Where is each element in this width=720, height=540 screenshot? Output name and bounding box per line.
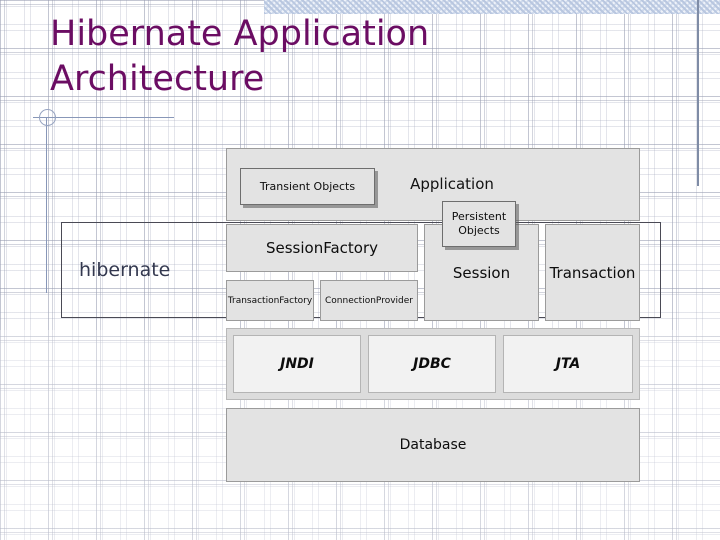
jta-box: JTA (503, 335, 633, 393)
page-title: Hibernate Application Architecture (50, 14, 430, 99)
hibernate-caption-text: hibernate (79, 259, 171, 281)
top-decorative-band (264, 0, 720, 14)
architecture-diagram: Application Transient Objects Persistent… (226, 148, 640, 484)
transaction-box: Transaction (545, 224, 640, 321)
application-layer-label: Application (410, 175, 494, 193)
jndi-box: JNDI (233, 335, 361, 393)
session-factory-column: SessionFactory TransactionFactory Connec… (226, 224, 418, 321)
database-box: Database (226, 408, 640, 482)
decorative-vertical-rule-right (697, 0, 699, 186)
connection-provider-box: ConnectionProvider (320, 280, 418, 321)
decorative-circle-icon (39, 109, 56, 126)
persistent-objects-box: Persistent Objects (442, 201, 516, 247)
transaction-factory-box: TransactionFactory (226, 280, 314, 321)
decorative-vertical-rule-left (46, 117, 47, 293)
decorative-horizontal-rule (33, 117, 174, 118)
hibernate-caption: hibernate (79, 258, 170, 282)
jdbc-box: JDBC (368, 335, 496, 393)
session-factory-box: SessionFactory (226, 224, 418, 272)
transient-objects-box: Transient Objects (240, 168, 375, 205)
